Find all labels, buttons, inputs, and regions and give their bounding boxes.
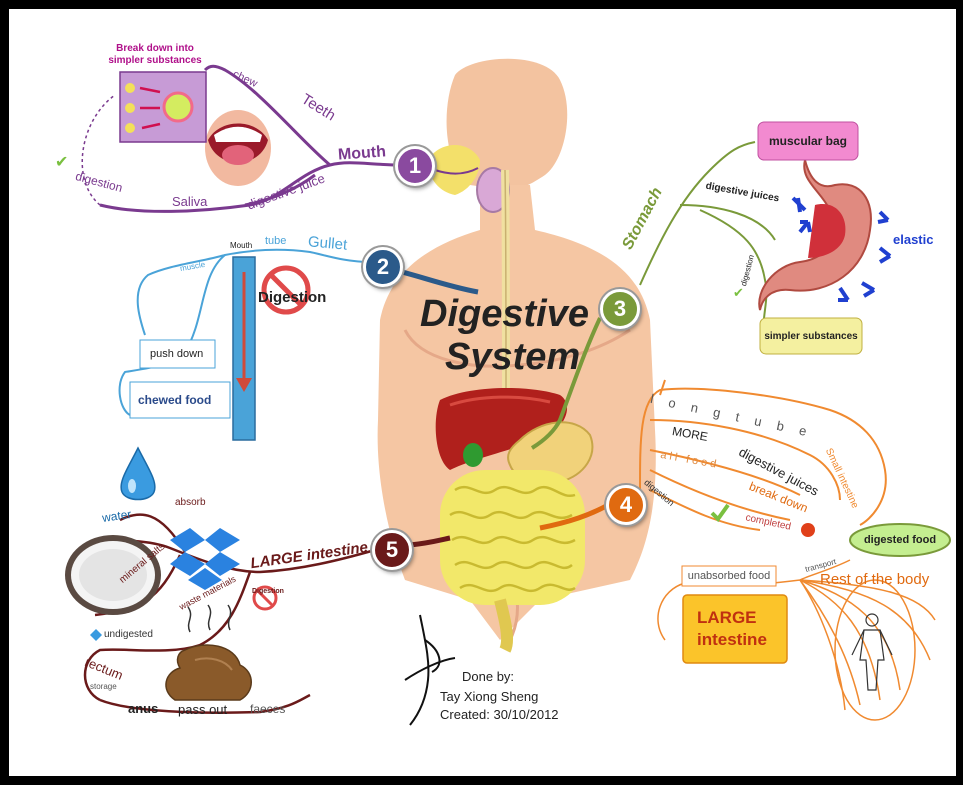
chewed-food-label: chewed food <box>138 394 211 406</box>
branch-number-4: 4 <box>606 485 646 525</box>
title-line-2: System <box>445 338 580 376</box>
human-figure-icon <box>852 614 892 690</box>
gullet-digestion-label: Digestion <box>258 290 326 305</box>
absorb-label: absorb <box>175 498 206 508</box>
branch-number-3: 3 <box>600 289 640 329</box>
check-icon: ✔ <box>733 286 744 299</box>
branch-number-5: 5 <box>372 530 412 570</box>
simpler-substances-box-label: Break down into simpler substances <box>100 40 210 70</box>
tube-label: tube <box>265 236 286 247</box>
check-icon <box>712 505 728 519</box>
stool-icon <box>166 605 251 700</box>
simpler-substances-label: simpler substances <box>760 318 862 354</box>
stomach-icon <box>759 160 871 310</box>
branch-number-2: 2 <box>363 247 403 287</box>
alert-icon <box>801 523 815 537</box>
faeces-label: faeces <box>250 703 285 715</box>
check-icon: ✔ <box>55 155 68 171</box>
salt-bowl-icon <box>65 535 161 615</box>
rest-of-body-label: Rest of the body <box>820 572 929 587</box>
muscular-bag-label: muscular bag <box>758 122 858 160</box>
push-down-label: push down <box>150 349 203 360</box>
storage-label: storage <box>90 683 117 691</box>
saliva-label: Saliva <box>172 195 207 208</box>
credits-author: Tay Xiong Sheng <box>440 690 538 703</box>
anus-label: anus <box>128 702 158 715</box>
undigested-label: undigested <box>104 630 153 640</box>
mouth-icon <box>205 110 271 186</box>
large-intestine-box-label: LARGE intestine <box>683 595 787 663</box>
pass-out-label: pass out <box>178 703 227 716</box>
gullet-mouth-label: Mouth <box>230 242 252 250</box>
branch-number-1: 1 <box>395 146 435 186</box>
mouth-label: Mouth <box>338 144 387 163</box>
digestion-label-5: Digestion <box>252 588 284 595</box>
credits-created: Created: 30/10/2012 <box>440 708 559 721</box>
simpler-substances-diagram <box>120 72 206 142</box>
unabsorbed-food-label: unabsorbed food <box>682 566 776 586</box>
elastic-label: elastic <box>893 233 933 246</box>
credits-done-by: Done by: <box>462 670 514 683</box>
title-line-1: Digestive <box>420 295 589 333</box>
water-drop-icon <box>121 448 155 500</box>
gullet-label: Gullet <box>307 234 347 252</box>
digested-food-label: digested food <box>850 528 950 552</box>
